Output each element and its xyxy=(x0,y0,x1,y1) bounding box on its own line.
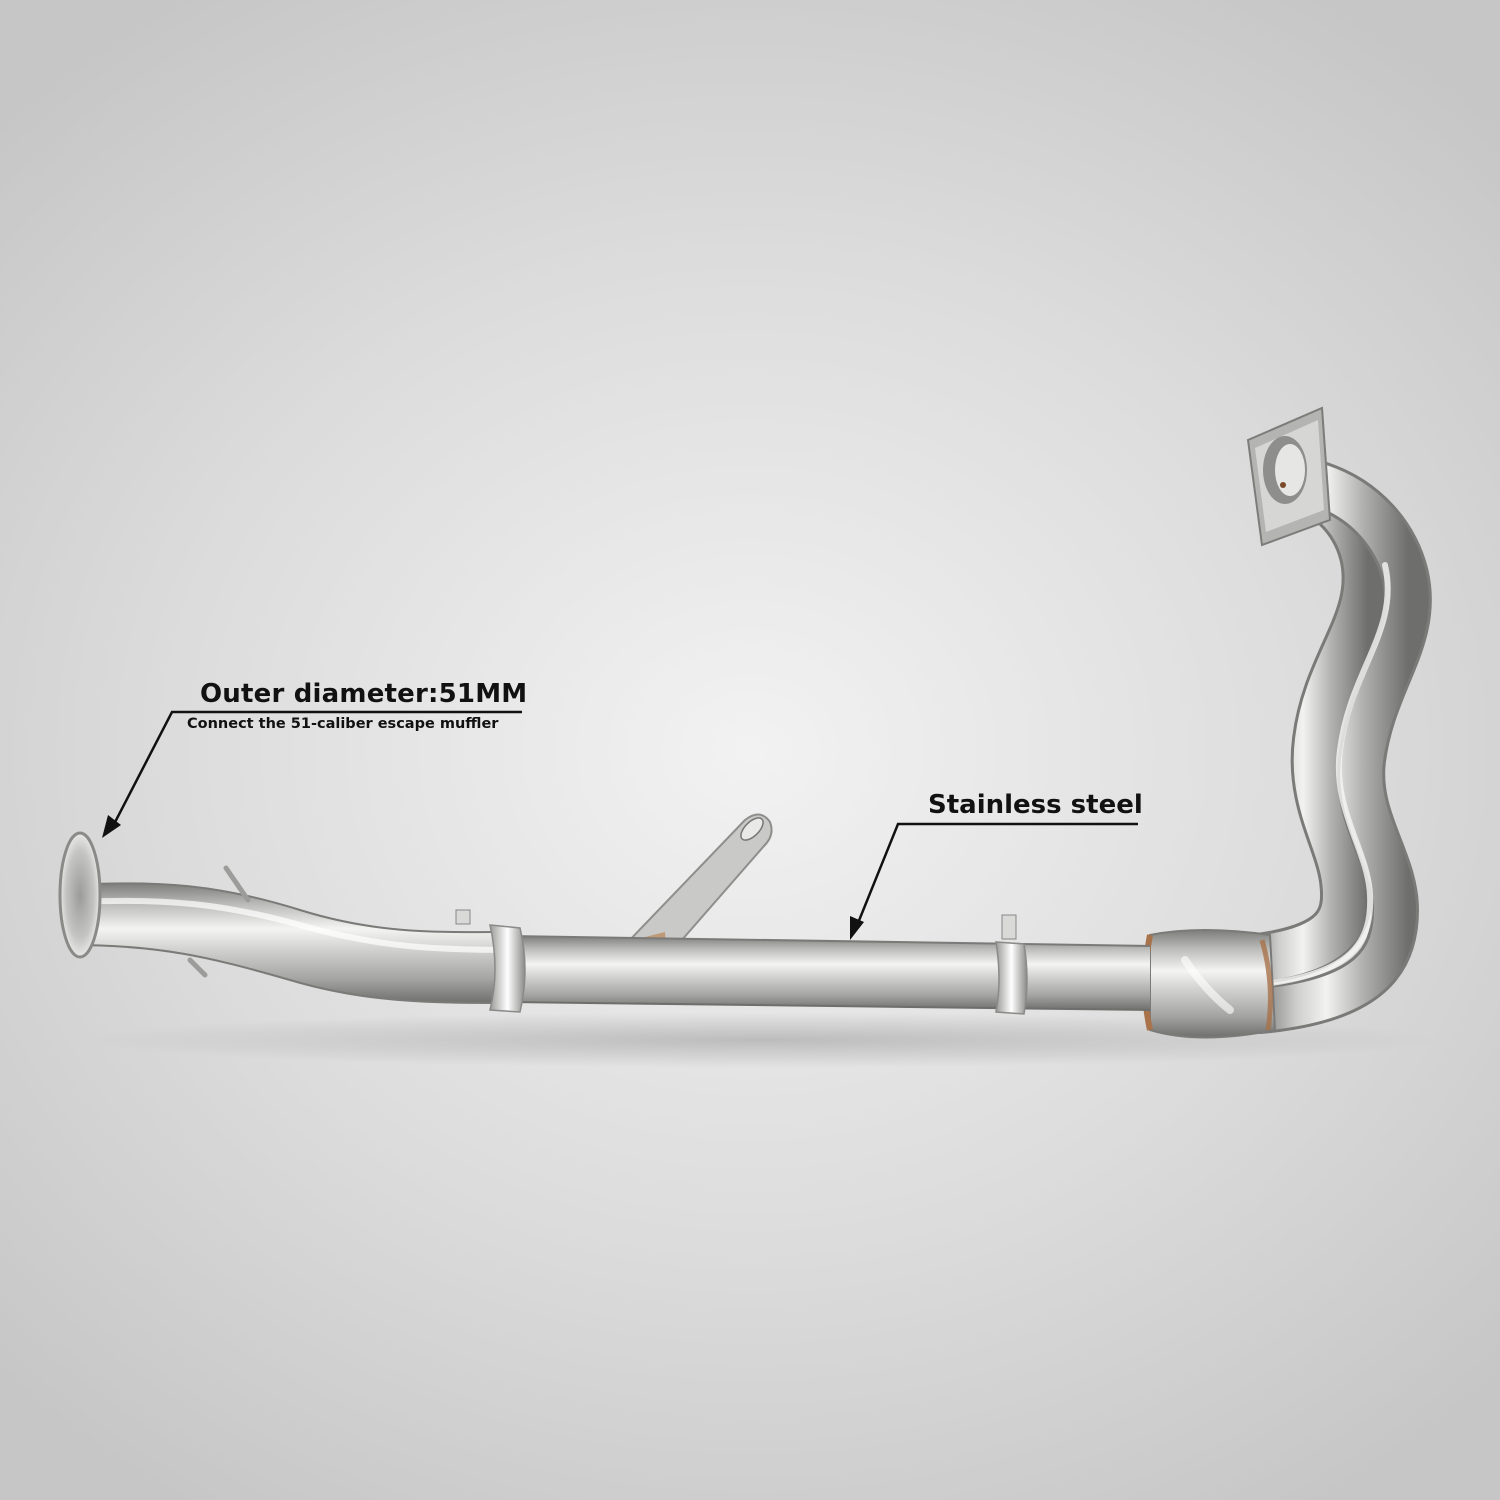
mid-pipe xyxy=(509,935,1151,1011)
diameter-callout-subtitle: Connect the 51-caliber escape muffler xyxy=(187,716,499,732)
exhaust-flange xyxy=(1246,406,1332,547)
header-pipes xyxy=(1224,454,1432,1034)
material-leader xyxy=(850,822,1138,940)
collector xyxy=(1142,929,1277,1039)
spring-hook xyxy=(187,865,251,978)
diameter-callout-title: Outer diameter:51MM xyxy=(200,679,528,709)
material-callout-title: Stainless steel xyxy=(928,790,1143,820)
floor-shadow xyxy=(80,1012,1440,1068)
pipe-mouth xyxy=(58,831,102,959)
arrowhead-icon xyxy=(850,916,864,940)
diameter-leader xyxy=(102,710,522,838)
inlet-pipe xyxy=(58,831,521,1005)
arrowhead-icon xyxy=(102,815,121,838)
pipe-clamp-left xyxy=(455,909,526,1013)
pipe-clamp-right xyxy=(995,914,1028,1015)
